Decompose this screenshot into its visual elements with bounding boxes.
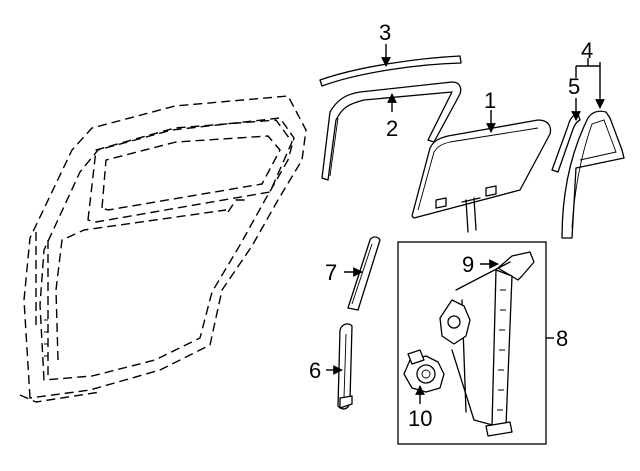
callout-labels: 1 2 3 4 5 6 7 8 9 10: [309, 20, 593, 431]
glass-run-channel: [321, 81, 462, 181]
callout-10: 10: [408, 406, 432, 431]
window-motor: [403, 349, 445, 393]
regulator-assembly-box: [397, 241, 547, 445]
upper-run-channel: [347, 236, 381, 311]
callout-9: 9: [462, 252, 474, 277]
callout-2: 2: [386, 116, 398, 141]
belt-weatherstrip: [319, 55, 462, 87]
callout-4: 4: [581, 38, 593, 63]
callout-1: 1: [484, 88, 496, 113]
quarter-glass-assembly: [561, 110, 625, 239]
door-glass: [411, 119, 552, 233]
callout-5: 5: [568, 74, 580, 99]
callout-6: 6: [309, 358, 321, 383]
callout-leaders: [326, 44, 605, 404]
lower-run-channel: [337, 323, 353, 410]
callout-7: 7: [325, 260, 337, 285]
door-shell: [19, 95, 307, 403]
window-regulator: [439, 251, 535, 437]
callout-3: 3: [379, 20, 391, 45]
callout-8: 8: [556, 326, 568, 351]
